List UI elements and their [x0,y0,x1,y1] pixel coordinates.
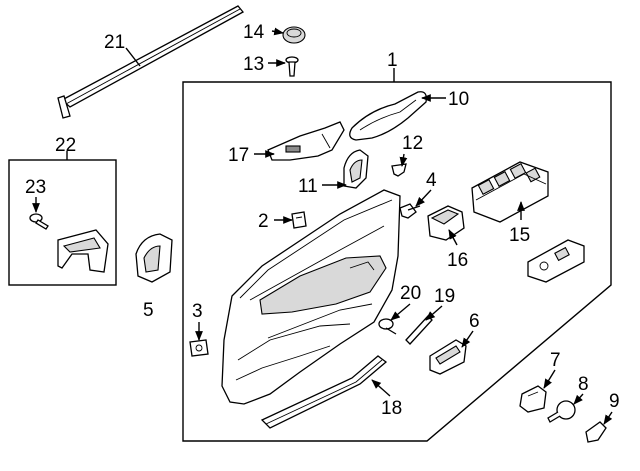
handle-bezel-part-17 [267,121,345,161]
callout-17: 17 [228,145,249,166]
push-pin-part-8 [547,400,576,423]
leader-6 [461,330,474,348]
callout-18: 18 [381,398,402,419]
bolt-part-4 [399,203,421,219]
assembly-frame [182,81,612,442]
armrest-cover-part-10 [349,91,427,141]
window-switch-part-15 [471,161,549,223]
clip-part-12 [391,163,407,177]
callout-4: 4 [426,170,437,191]
clip-part-7 [519,385,547,413]
leader-20 [390,303,411,321]
clip-part-3 [189,339,209,357]
leader-9 [603,411,613,425]
leader-19 [425,305,443,321]
inside-handle-part-11 [343,149,369,189]
switch-bracket [527,239,585,283]
plug-cap-part-14 [282,26,306,44]
callout-19: 19 [434,286,455,307]
callout-9: 9 [609,391,620,412]
leader-12 [399,153,408,167]
screw-part-13 [285,56,299,77]
callout-7: 7 [550,350,561,371]
leader-18 [371,379,391,397]
clip-part-9 [585,421,607,443]
trim-strip-part-19 [405,315,433,345]
callout-23: 23 [25,177,46,198]
switch-part-16 [427,205,465,241]
screw-part-23 [29,213,49,230]
callout-16: 16 [447,250,468,271]
leader-4 [415,189,432,207]
callout-15: 15 [509,225,530,246]
callout-11: 11 [298,176,318,197]
callout-10: 10 [448,89,469,110]
callout-3: 3 [192,301,203,322]
callout-8: 8 [578,374,589,395]
callout-20: 20 [400,283,421,304]
grille-part-22 [57,229,109,273]
weatherstrip-part-21 [57,5,245,119]
callout-13: 13 [243,54,264,75]
pocket-part-6 [429,339,467,375]
leader-21 [125,47,141,67]
leader-8 [573,393,584,405]
door-trim-panel [221,189,401,405]
callout-22: 22 [55,135,76,156]
leader-14 [271,27,284,36]
clip-part-2 [291,211,307,229]
callout-14: 14 [243,22,265,43]
callout-5: 5 [143,300,154,321]
callout-2: 2 [258,211,269,232]
inset-box-22 [8,159,117,286]
garnish-strip-part-18 [260,355,388,429]
leader-16 [448,229,458,246]
callout-12: 12 [402,133,423,154]
callout-6: 6 [469,311,480,332]
leader-7 [543,369,556,389]
cover-part-5 [135,233,173,283]
screw-part-20 [378,318,397,335]
callout-21: 21 [104,32,125,53]
callout-1: 1 [387,50,398,71]
